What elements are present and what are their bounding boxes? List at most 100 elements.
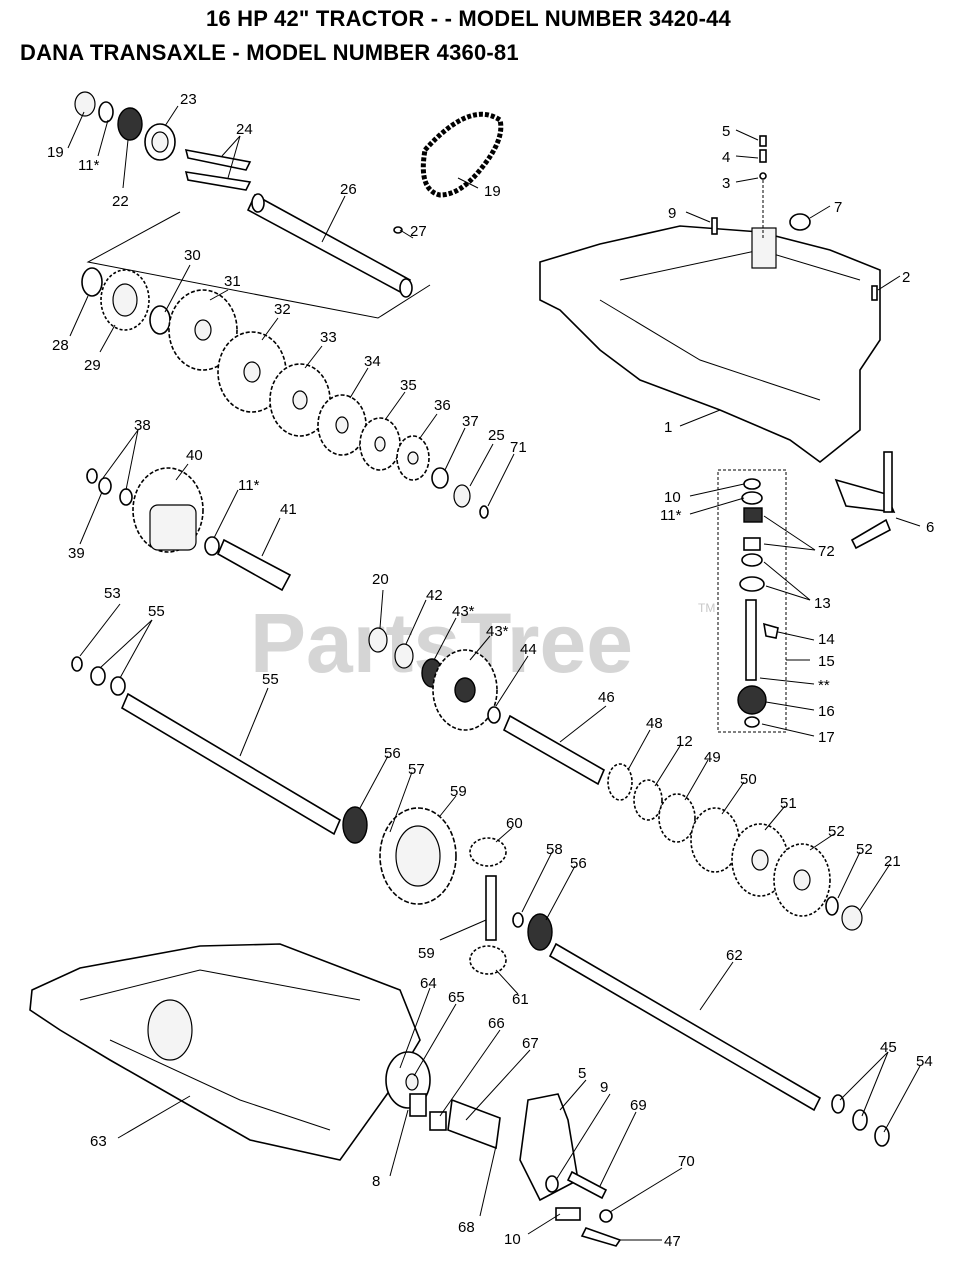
gear-row-upper [81,267,489,519]
callout-37: 39 [68,545,85,562]
callout-50: 52 [828,823,845,840]
callout-31: 33 [320,329,337,346]
callout-43: 44 [520,641,537,658]
callout-6: 6 [926,519,934,536]
callout-5: 5 [722,123,730,140]
callout-34: 36 [434,397,451,414]
callout-24: 26 [340,181,357,198]
watermark-tm: TM [698,601,715,615]
callout-15: 15 [818,653,835,670]
bevel-gear-group [368,627,501,731]
drive-chain [420,111,504,198]
diagram-title: 16 HP 42" TRACTOR - - MODEL NUMBER 3420-… [206,6,731,31]
callout-19-b: 20 [372,571,389,588]
callout-52-b: 54 [916,1053,933,1070]
callout-27: 29 [84,357,101,374]
countershaft-44 [502,714,863,931]
callout-11: 11* [78,157,100,174]
callout-10: 10 [664,489,681,506]
callout-19-c: 21 [884,853,901,870]
callout-25: 27 [410,223,427,240]
callout-46: 48 [646,715,663,732]
callout-57: 59 [450,783,467,800]
callout-19: 19 [47,144,64,161]
callout-labels: 19 11* 22 23 24 26 27 19 28 29 30 31 32 … [47,91,934,1250]
callout-55-b: 56 [570,855,587,872]
callout-11-b: 11* [238,477,260,494]
brake-group [385,1051,622,1247]
input-shaft-group [74,91,413,298]
callout-double-star-2: ** [818,677,830,694]
callout-54: 55 [262,671,279,688]
callout-52: 53 [104,585,121,602]
callout-67: 69 [630,1097,647,1114]
callout-62: 64 [420,975,437,992]
callout-38: 40 [186,447,203,464]
callout-51: 52 [856,841,873,858]
callout-41: 43* [452,603,475,620]
callout-12: 12 [676,733,693,750]
callout-42: 43* [486,623,509,640]
callout-11-c: 11* [660,507,682,524]
callout-9: 9 [668,205,676,222]
callout-35: 37 [462,413,479,430]
callout-44: 46 [598,689,615,706]
callout-4: 4 [722,149,730,166]
callout-53: 55 [148,603,165,620]
callout-23: 25 [488,427,505,444]
callout-28: 30 [184,247,201,264]
callout-36: 38 [134,417,151,434]
gear-cluster-38 [86,467,292,592]
differential-group [379,807,890,1147]
shift-assembly [717,451,896,733]
leader-lines [67,105,921,1241]
callout-71: 70 [678,1153,695,1170]
callout-63: 65 [448,989,465,1006]
lower-housing [29,943,421,1161]
callout-55: 56 [384,745,401,762]
callout-45: 47 [664,1233,681,1250]
callout-43-b: 45 [880,1039,897,1056]
callout-56-b: 58 [546,841,563,858]
callout-68: 5 [578,1065,586,1082]
callout-16: 16 [818,703,835,720]
callout-32: 34 [364,353,381,370]
diagram-subtitle: DANA TRANSAXLE - MODEL NUMBER 4360-81 [20,40,519,65]
callout-64: 66 [488,1015,505,1032]
callout-29: 31 [224,273,241,290]
callout-49: 51 [780,795,797,812]
callout-59-b: 61 [512,991,529,1008]
callout-7: 7 [834,199,842,216]
callout-47: 49 [704,749,721,766]
callout-18: 19 [484,183,501,200]
callout-70: 10 [504,1231,521,1248]
callout-30: 32 [274,301,291,318]
callout-40: 42 [426,587,443,604]
upper-housing [539,135,881,464]
callout-56: 57 [408,761,425,778]
callout-8: 8 [372,1173,380,1190]
callout-26: 28 [52,337,69,354]
callout-22: 24 [236,121,253,138]
axle-54 [71,656,394,848]
callout-17: 17 [818,729,835,746]
callout-13: 13 [814,595,831,612]
callout-66: 68 [458,1219,475,1236]
callout-58: 59 [418,945,435,962]
callout-33: 35 [400,377,417,394]
callout-39: 41 [280,501,297,518]
callout-72: 71 [510,439,527,456]
callout-61: 63 [90,1133,107,1150]
callout-2: 2 [902,269,910,286]
callout-20: 22 [112,193,129,210]
callout-double-star-1: 72 [818,543,835,560]
callout-48: 50 [740,771,757,788]
callout-21: 23 [180,91,197,108]
callout-59: 60 [506,815,523,832]
callout-65: 67 [522,1035,539,1052]
callout-3: 3 [722,175,730,192]
callout-1: 1 [664,419,672,436]
callout-60: 62 [726,947,743,964]
callout-69: 9 [600,1079,608,1096]
